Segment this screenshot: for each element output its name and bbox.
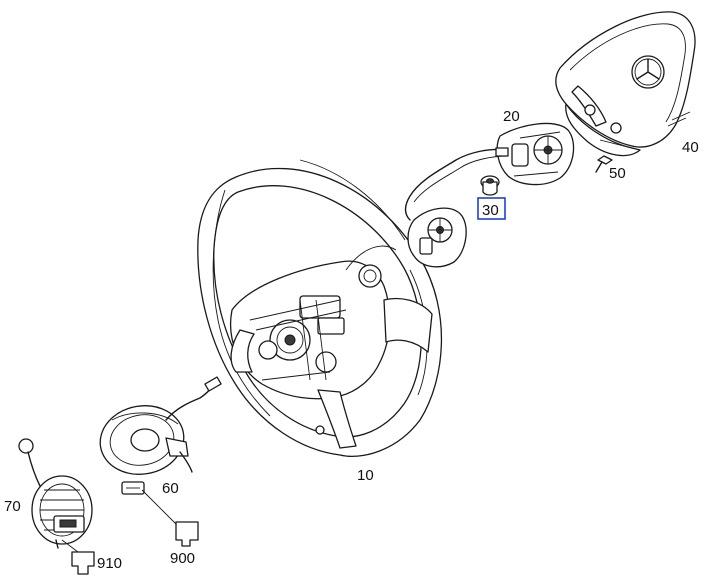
switch-cable-2	[413, 155, 509, 203]
airbag-unit[interactable]	[555, 11, 696, 157]
connector-900[interactable]	[175, 521, 199, 547]
right-multifunction-switch[interactable]	[496, 122, 575, 186]
label-20: 20	[503, 108, 520, 125]
connector-910[interactable]	[71, 551, 95, 575]
airbag-screw[interactable]	[595, 155, 613, 173]
steering-wheel[interactable]	[197, 159, 443, 458]
cable-connector	[495, 147, 509, 157]
screw[interactable]	[480, 175, 500, 196]
label-40: 40	[682, 139, 699, 156]
leader-70-910	[61, 539, 79, 553]
label-10: 10	[357, 467, 374, 484]
clock-spring[interactable]	[95, 376, 222, 495]
label-70: 70	[4, 498, 21, 515]
switch-cable	[404, 148, 507, 221]
label-60: 60	[162, 480, 179, 497]
leader-60-900	[141, 489, 177, 525]
label-900: 900	[170, 550, 195, 567]
label-910: 910	[97, 555, 122, 572]
left-multifunction-switch[interactable]	[407, 207, 467, 268]
label-30[interactable]: 30	[482, 202, 499, 219]
label-50: 50	[609, 165, 626, 182]
steering-column-module[interactable]	[18, 438, 93, 549]
label-30-highlight	[477, 197, 506, 220]
